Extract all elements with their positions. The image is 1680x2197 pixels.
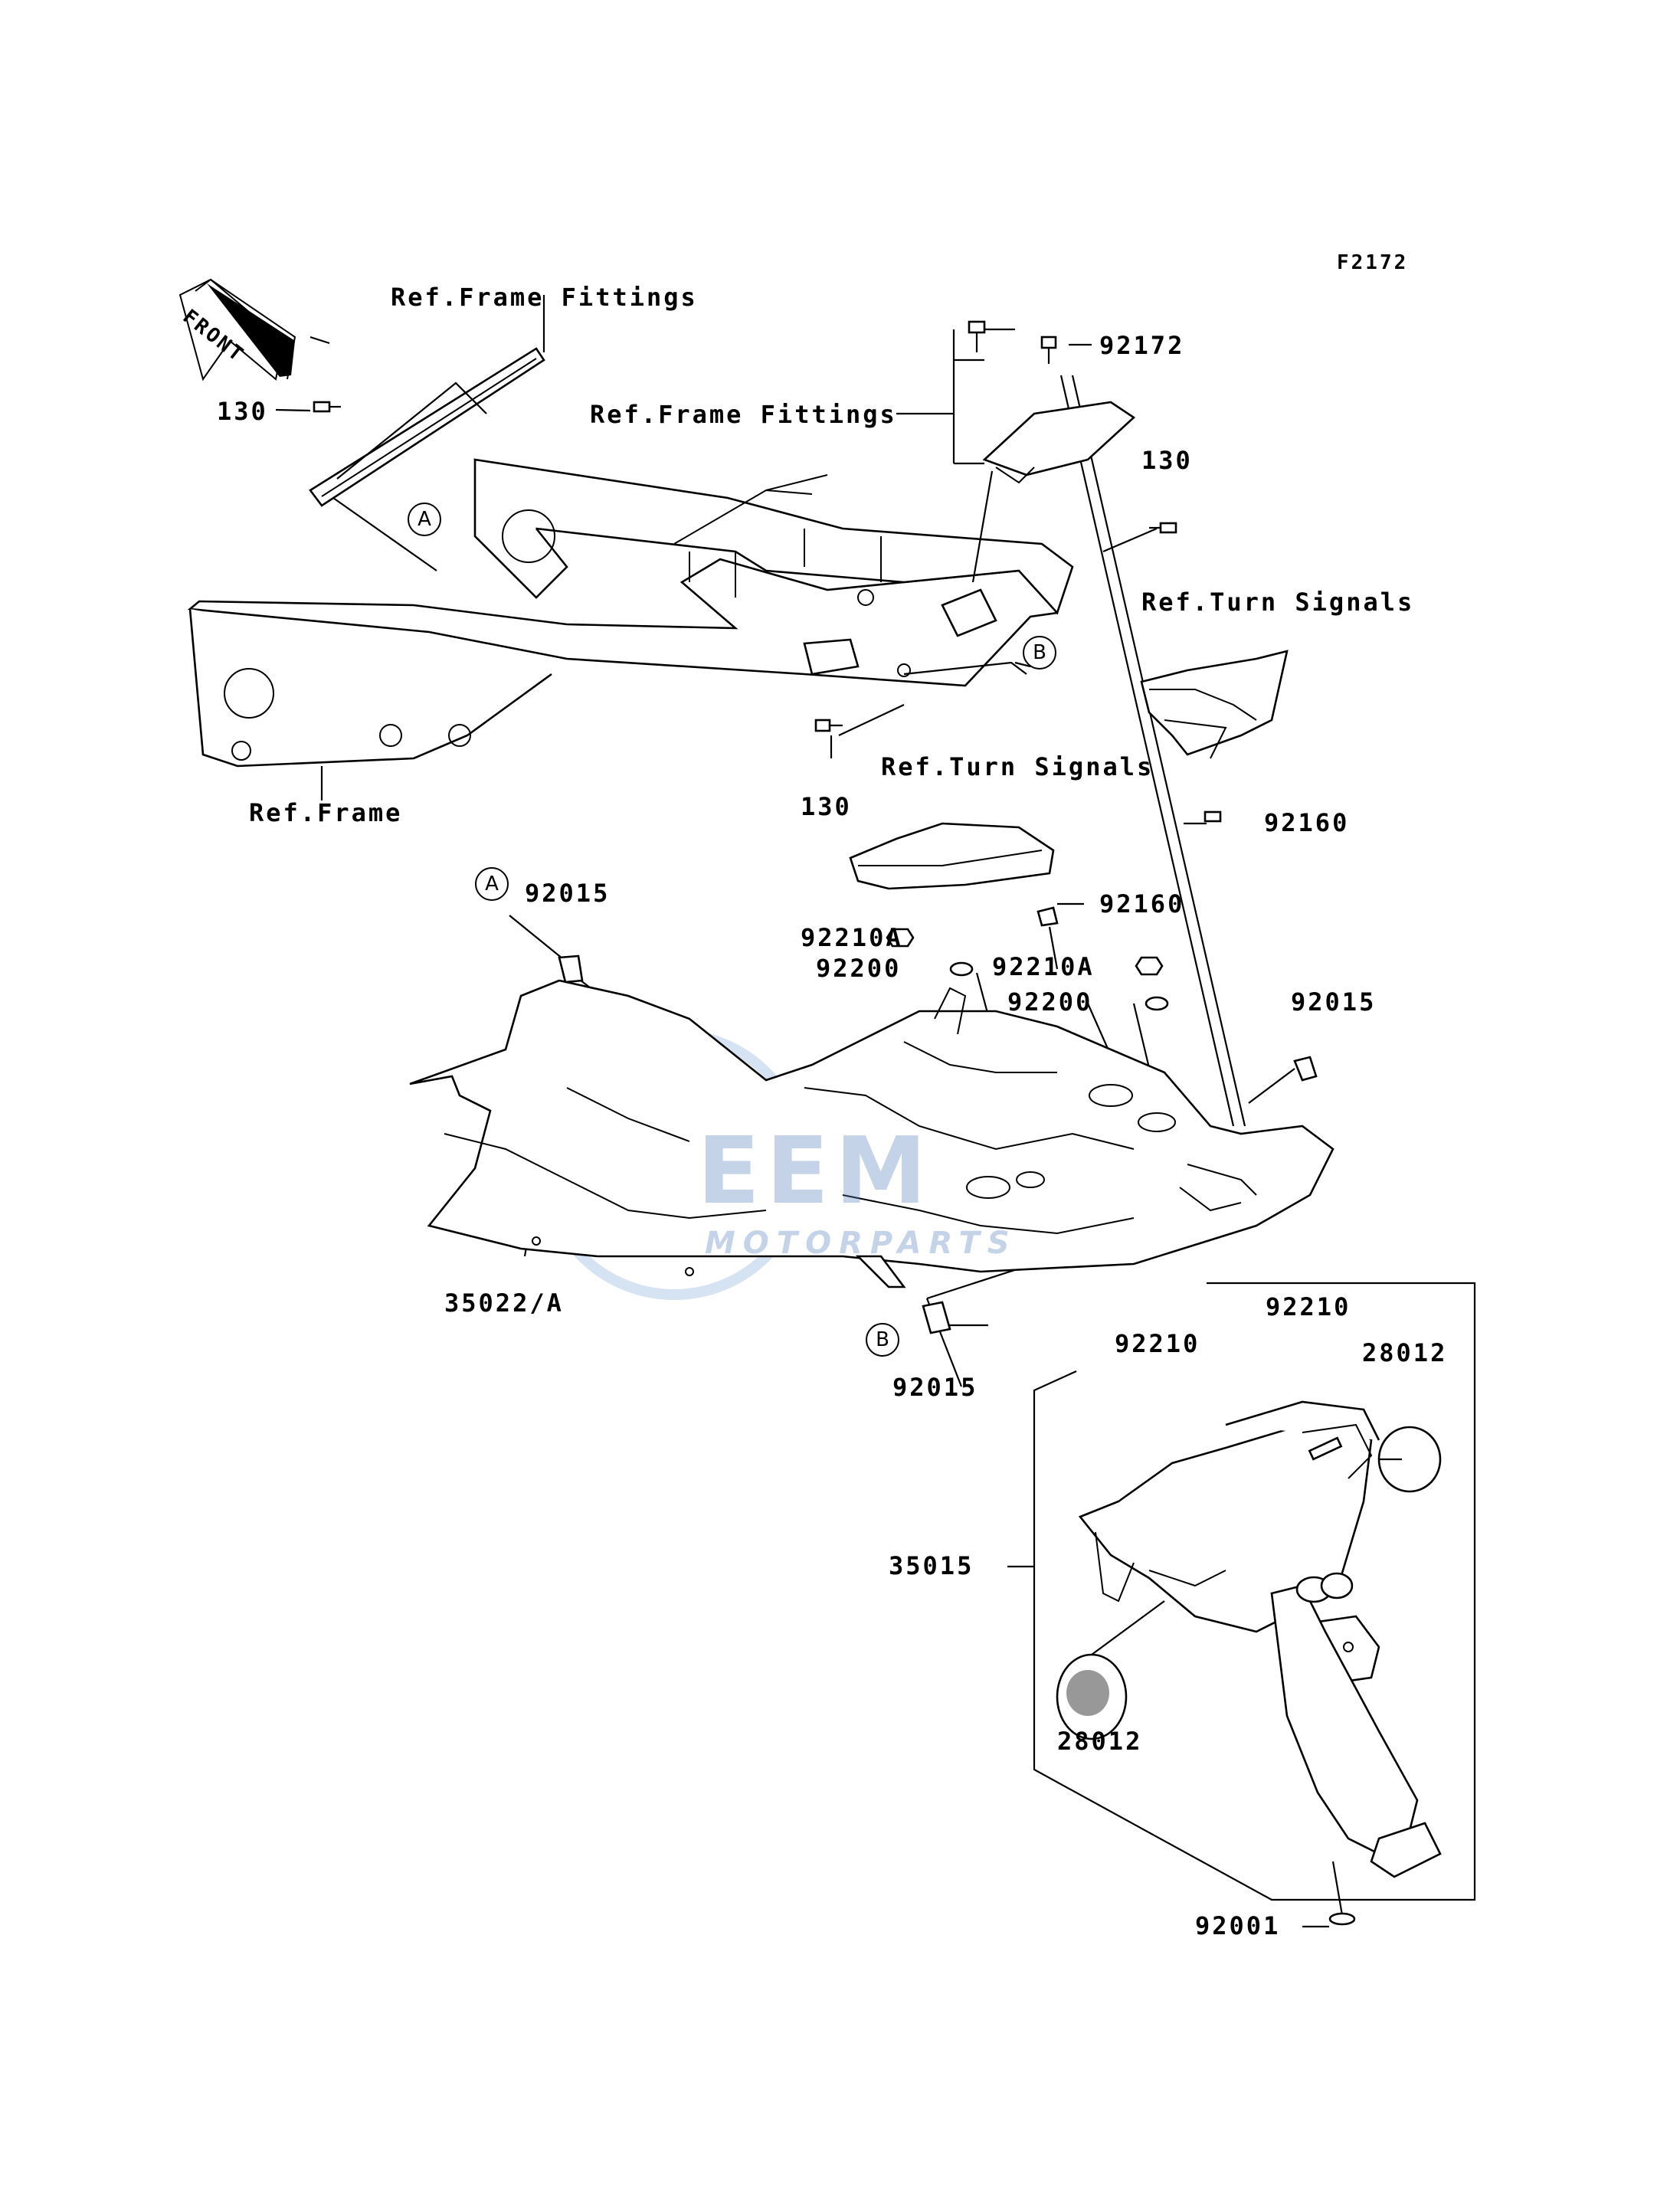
rear-frame [187,458,1074,801]
callout-a-top: A [408,503,441,536]
nuts-washers [558,928,1318,1334]
ref-frame-fittings-mid: Ref.Frame Fittings [590,400,897,429]
ref-frame: Ref.Frame [249,798,403,827]
callout-b-top: B [1023,636,1056,670]
part-35015: 35015 [889,1551,974,1580]
part-92210a-left: 92210A [801,923,903,952]
part-28012-top: 28012 [1362,1338,1448,1367]
watermark-brand: EEM [697,1118,933,1225]
part-130-right: 130 [1141,446,1193,475]
turn-signal-center [849,822,1059,927]
part-92160-center: 92160 [1099,889,1185,918]
license-plate-bracket [1007,1282,1476,1901]
diagram-code: F2172 [1337,251,1409,274]
turn-signal-right [1140,650,1289,823]
bolts [313,320,1177,732]
part-92200-right: 92200 [1007,987,1093,1017]
callout-b-bottom: B [866,1323,899,1357]
part-92200-left: 92200 [816,954,902,983]
part-92210-left: 92210 [1115,1329,1200,1358]
part-35022a: 35022/A [444,1288,564,1318]
watermark-sub: MOTORPARTS [705,1226,1017,1261]
part-92015-bottom: 92015 [892,1373,978,1402]
front-arrow [178,278,296,381]
part-130-center: 130 [801,792,852,821]
ref-turn-signals-right: Ref.Turn Signals [1141,588,1415,617]
part-92210-right: 92210 [1266,1292,1351,1321]
part-130-top-left: 130 [217,397,268,426]
callout-a-mid: A [475,867,509,901]
rear-fender-inner [409,979,1335,1288]
seat-rail-bar [309,295,545,571]
bolt-92001 [1302,1861,1356,1928]
part-92210a-right: 92210A [992,952,1095,981]
part-92172: 92172 [1099,331,1185,360]
part-92015-left: 92015 [525,879,611,908]
part-92015-right: 92015 [1291,987,1377,1017]
reflectors [1056,1426,1442,1740]
ref-turn-signals-center: Ref.Turn Signals [881,752,1154,781]
frame-fitting-bracket [982,401,1136,484]
part-28012-bottom: 28012 [1057,1727,1143,1756]
ref-frame-fittings-top: Ref.Frame Fittings [391,283,698,312]
part-92160-right: 92160 [1264,808,1350,837]
part-92001: 92001 [1195,1911,1281,1940]
